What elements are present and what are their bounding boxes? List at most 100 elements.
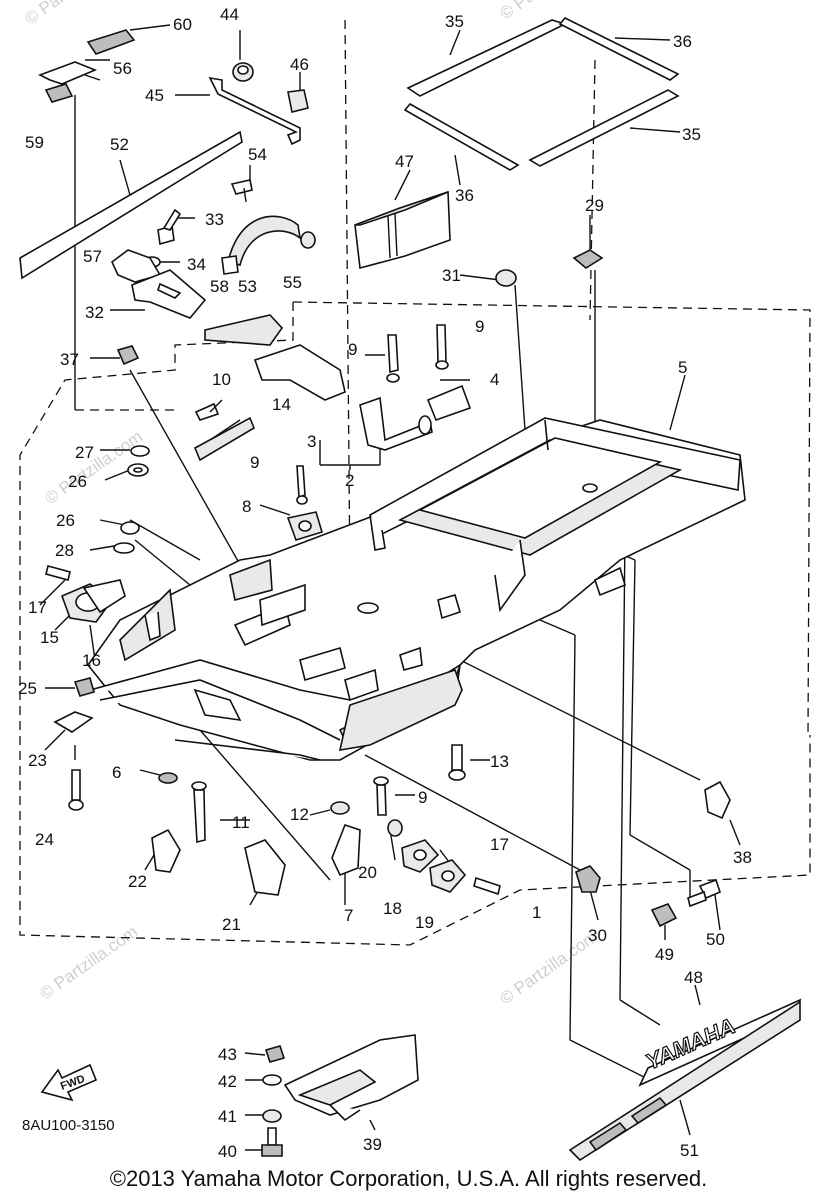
nut-43: [264, 1045, 286, 1063]
bolt-54: [230, 179, 253, 203]
callout-7: 7: [344, 906, 353, 925]
callout-12: 12: [290, 805, 309, 824]
callout-18: 18: [383, 899, 402, 918]
callout-6: 6: [112, 763, 121, 782]
bracket-22: [151, 828, 181, 873]
strip-14: [193, 416, 255, 462]
bolt-33: [157, 208, 182, 246]
callout-25: 25: [18, 679, 37, 698]
bracket-39: [283, 1034, 419, 1122]
bolt-9-c: [296, 465, 308, 505]
bolt-10: [194, 399, 223, 421]
callout-31: 31: [442, 266, 461, 285]
callout-43: 43: [218, 1045, 237, 1064]
callout-60: 60: [173, 15, 192, 34]
pad-6: [158, 772, 178, 784]
bolt-40: [261, 1127, 283, 1157]
callout-21: 21: [222, 915, 241, 934]
callout-36: 36: [455, 186, 474, 205]
diagram-code: 8AU100-3150: [22, 1117, 115, 1134]
bolt-17-b: [473, 876, 501, 896]
callout-9: 9: [418, 788, 427, 807]
callout-17: 17: [28, 598, 47, 617]
bolt-24: [68, 769, 84, 811]
callout-5: 5: [678, 358, 687, 377]
assembly-boundaries: [19, 19, 811, 946]
bolt-50: [687, 878, 721, 908]
callout-53: 53: [238, 277, 257, 296]
callout-23: 23: [28, 751, 47, 770]
plate-32: [131, 269, 207, 319]
callout-34: 34: [187, 255, 206, 274]
bracket-3: [253, 344, 346, 401]
callout-26: 26: [56, 511, 75, 530]
parts: YAMAHA FWD: [19, 17, 802, 1162]
callout-54: 54: [248, 145, 267, 164]
callout-42: 42: [218, 1072, 237, 1091]
frame-assembly-1: [86, 417, 746, 761]
callout-8: 8: [242, 497, 251, 516]
holder-8: [286, 511, 323, 541]
decal-51: [568, 1000, 801, 1162]
callout-58: 58: [210, 277, 229, 296]
callout-38: 38: [733, 848, 752, 867]
bolt-9-b: [435, 324, 449, 370]
callout-19: 19: [415, 913, 434, 932]
callout-2: 2: [345, 471, 354, 490]
ring-28: [113, 542, 135, 554]
watermark-text: © Partzilla.com: [21, 0, 126, 28]
bracket-4: [426, 384, 472, 422]
rail-36-right: [558, 17, 680, 81]
washer-42: [262, 1074, 282, 1086]
bracket-2: [359, 396, 433, 451]
clip-46: [287, 89, 309, 113]
seal-16: [82, 579, 126, 614]
grommet-44: [232, 62, 254, 82]
callout-35: 35: [682, 125, 701, 144]
rod-45: [208, 76, 301, 146]
bolt-13: [448, 744, 466, 781]
washer-26-b: [120, 521, 140, 535]
callout-48: 48: [684, 968, 703, 987]
strip-52: [19, 130, 243, 280]
grommet-20: [387, 819, 403, 837]
nut-25: [73, 677, 95, 697]
callout-24: 24: [35, 830, 54, 849]
block-59: [44, 83, 74, 103]
leader-lines: [39, 24, 741, 1151]
callout-40: 40: [218, 1142, 237, 1161]
callout-37: 37: [60, 350, 79, 369]
callout-9: 9: [475, 317, 484, 336]
box-47: [354, 190, 451, 270]
bolt-9-d: [373, 776, 389, 816]
copyright-notice: ©2013 Yamaha Motor Corporation, U.S.A. A…: [109, 1166, 708, 1191]
callout-14: 14: [272, 395, 291, 414]
callout-9: 9: [348, 340, 357, 359]
grommet-31: [495, 269, 517, 287]
cover-58: [204, 314, 284, 346]
cap-30: [575, 865, 601, 893]
callout-36: 36: [673, 32, 692, 51]
callout-49: 49: [655, 945, 674, 964]
cap-12: [330, 801, 350, 815]
callout-57: 57: [83, 247, 102, 266]
callout-26: 26: [68, 472, 87, 491]
callout-9: 9: [250, 453, 259, 472]
callout-1: 1: [532, 903, 541, 922]
decal-48: YAMAHA: [638, 998, 802, 1087]
plate-19: [429, 859, 467, 893]
callout-35: 35: [445, 12, 464, 31]
pad-60: [86, 29, 136, 55]
strap-53: [221, 215, 302, 275]
callout-13: 13: [490, 752, 509, 771]
callout-39: 39: [363, 1135, 382, 1154]
callout-16: 16: [82, 651, 101, 670]
callout-47: 47: [395, 152, 414, 171]
plate-23: [53, 711, 94, 733]
callout-52: 52: [110, 135, 129, 154]
callout-33: 33: [205, 210, 224, 229]
watermark-text: © Partzilla.com: [496, 0, 601, 23]
washer-26-a: [127, 463, 149, 477]
plate-18: [401, 839, 440, 873]
callout-44: 44: [220, 5, 239, 24]
